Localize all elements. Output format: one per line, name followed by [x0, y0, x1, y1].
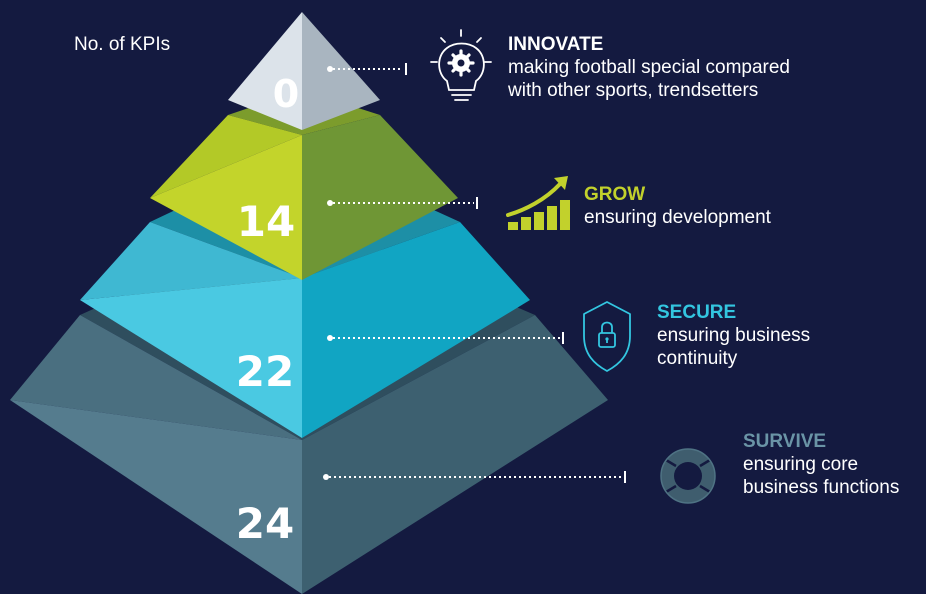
lifebuoy-icon: [660, 448, 716, 504]
tier-title-innovate: INNOVATE: [508, 34, 604, 55]
tier-desc-grow-line1: ensuring development: [584, 207, 771, 228]
tier-desc-innovate-line1: making football special compared: [508, 57, 790, 78]
label-innovate: INNOVATE making football special compare…: [508, 33, 790, 102]
shield-lock-icon: [583, 301, 631, 372]
leader-line-innovate: [327, 63, 407, 75]
kpi-count-secure: 22: [236, 347, 294, 396]
lightbulb-gear-icon: [430, 29, 492, 101]
tier-desc-survive-line2: business functions: [743, 477, 900, 498]
leader-line-secure: [327, 332, 564, 344]
tier-innovate: [228, 12, 380, 130]
leader-line-grow: [327, 197, 478, 209]
kpi-count-survive: 24: [236, 499, 294, 548]
label-survive: SURVIVE ensuring core business functions: [743, 430, 899, 499]
leader-line-survive: [323, 471, 626, 483]
tier-title-survive: SURVIVE: [743, 431, 827, 452]
growth-chart-icon: [506, 176, 570, 230]
kpi-count-label: No. of KPIs: [74, 34, 171, 55]
label-grow: GROW ensuring development: [584, 183, 771, 229]
tier-desc-secure-line2: continuity: [657, 348, 738, 369]
kpi-count-innovate: 0: [273, 72, 299, 116]
tier-desc-survive-line1: ensuring core: [743, 454, 859, 475]
tier-title-secure: SECURE: [657, 302, 737, 323]
kpi-count-grow: 14: [237, 197, 295, 246]
tier-desc-secure-line1: ensuring business: [657, 325, 811, 346]
label-secure: SECURE ensuring business continuity: [657, 301, 810, 370]
tier-title-grow: GROW: [584, 184, 646, 205]
tier-desc-innovate-line2: with other sports, trendsetters: [508, 80, 759, 101]
